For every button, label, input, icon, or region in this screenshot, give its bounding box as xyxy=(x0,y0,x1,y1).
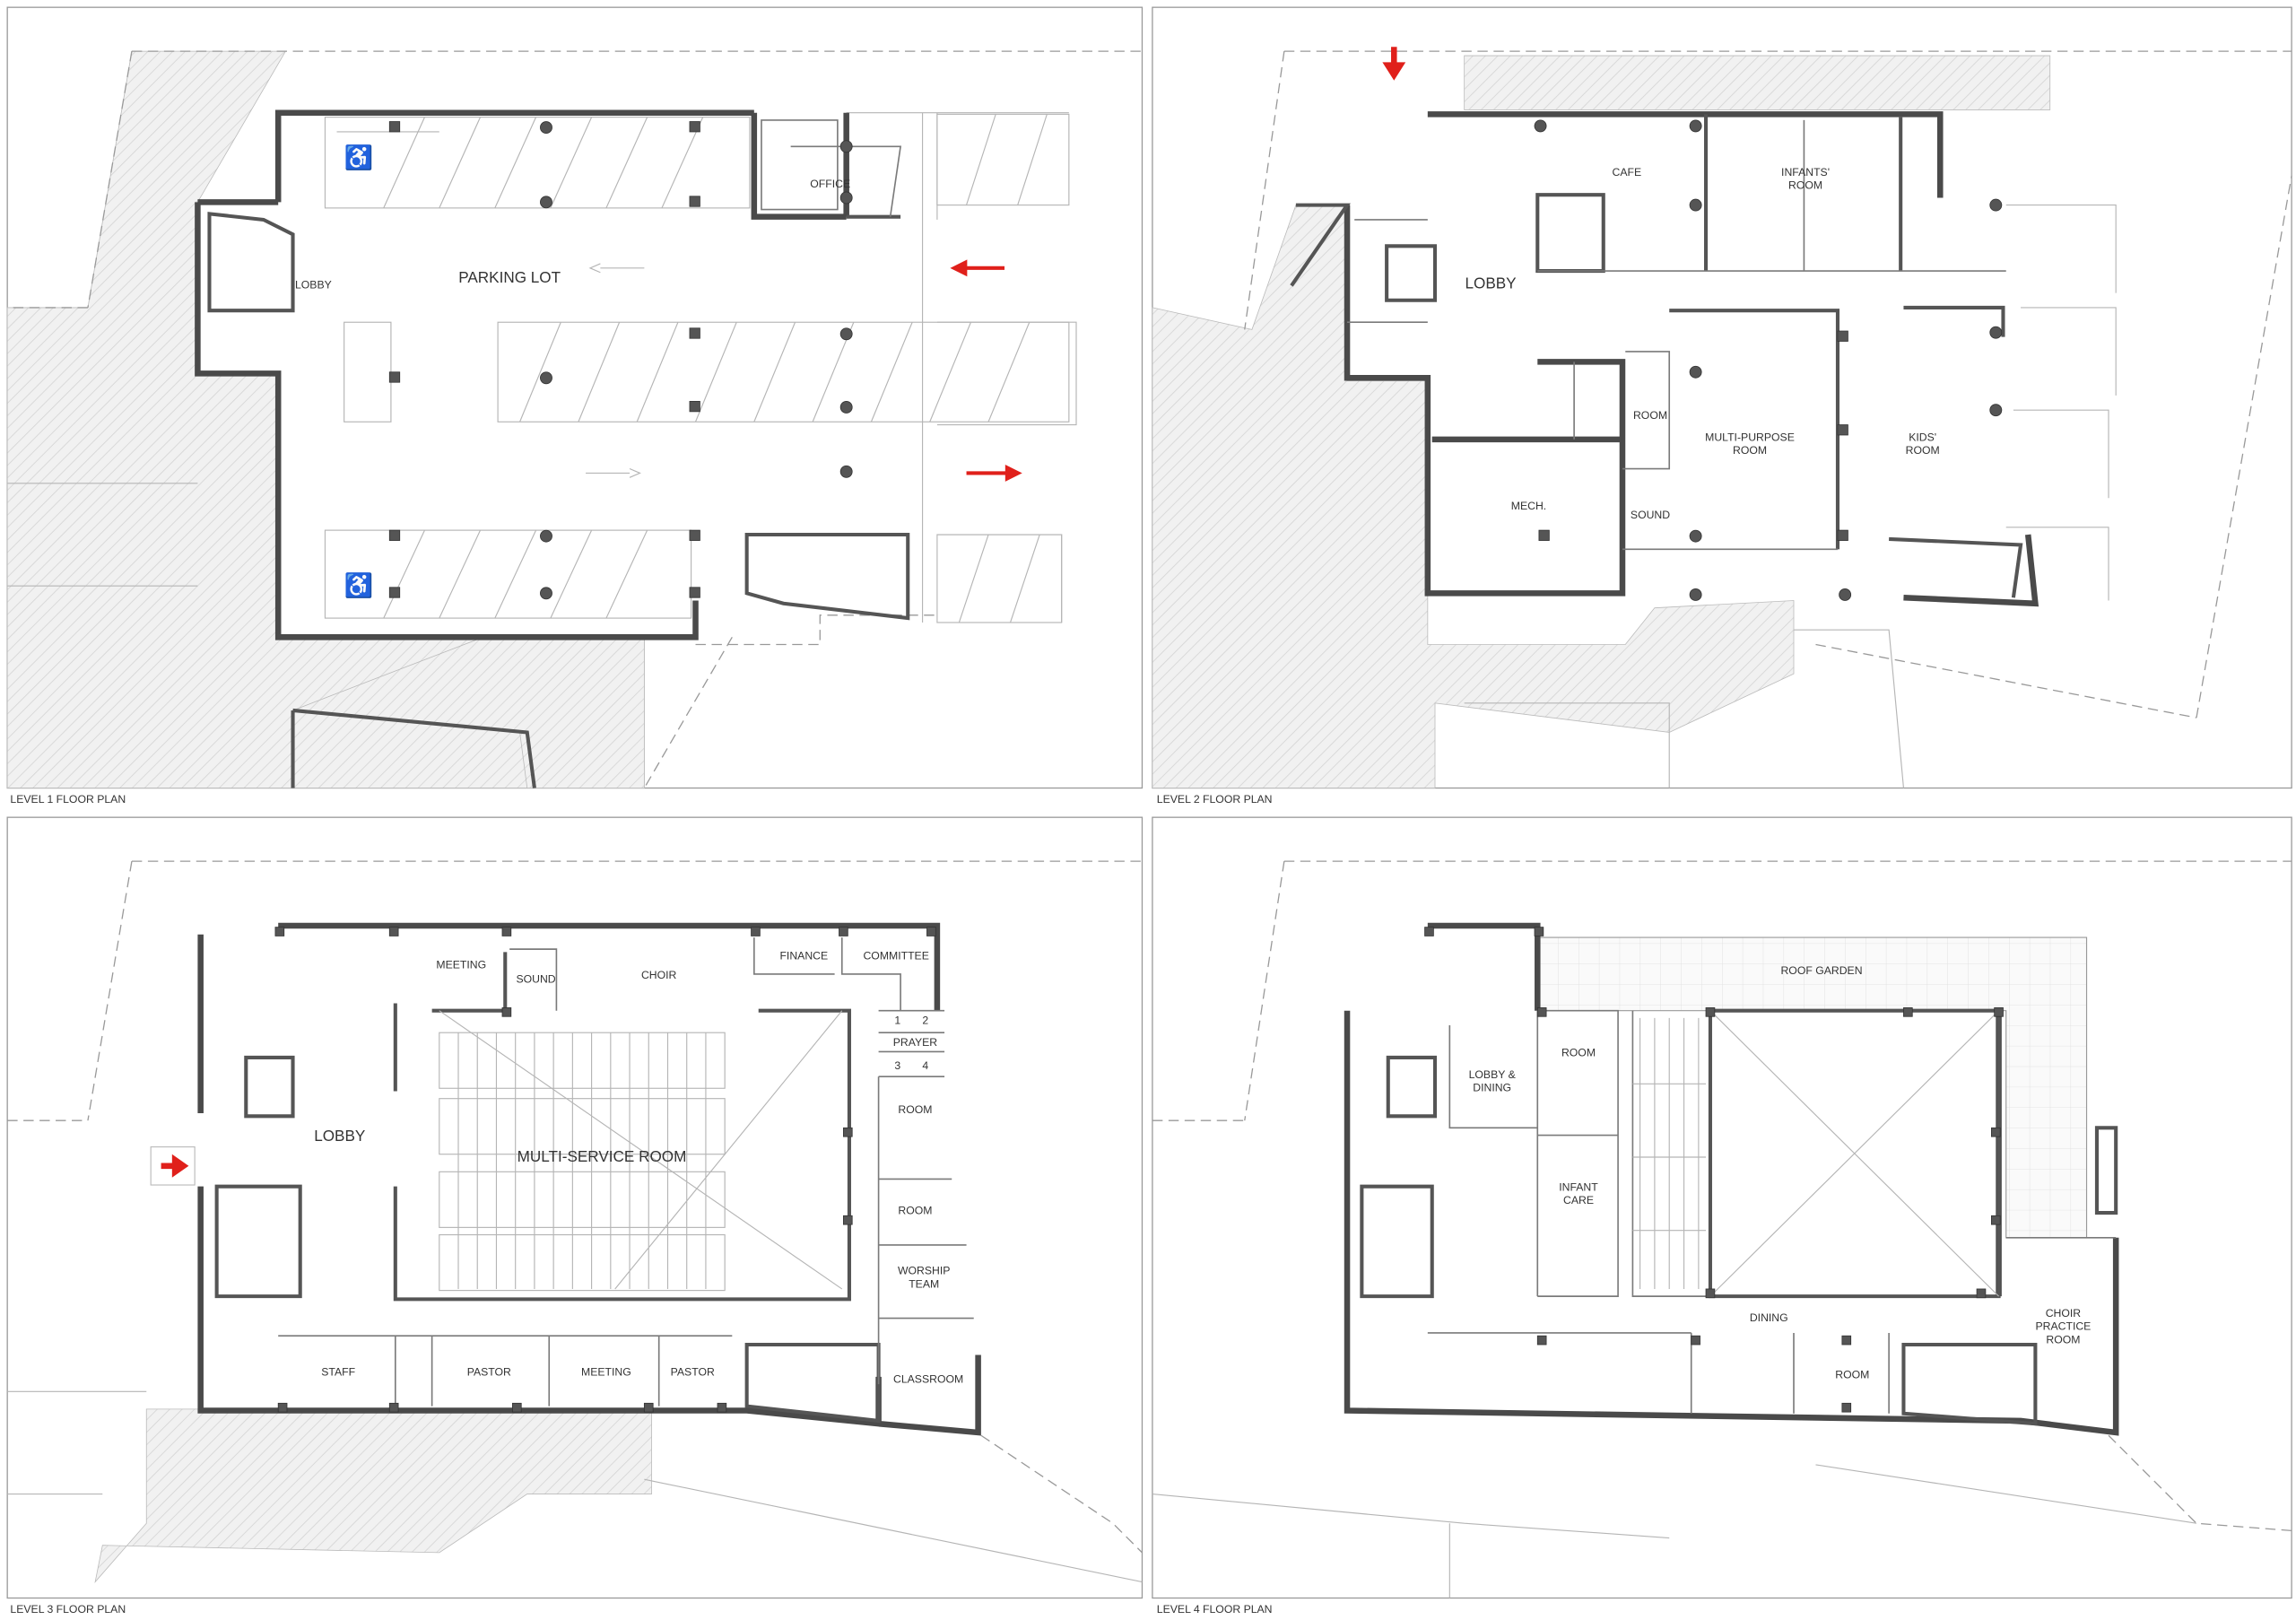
plan-caption: LEVEL 3 FLOOR PLAN xyxy=(10,1603,126,1616)
room-label-pastor: PASTOR xyxy=(671,1365,715,1378)
plan-caption: LEVEL 4 FLOOR PLAN xyxy=(1157,1603,1273,1616)
room-label-committee: COMMITTEE xyxy=(863,950,928,962)
room-label-prayer: PRAYER xyxy=(893,1036,938,1049)
site-boundary xyxy=(7,50,1143,788)
entry-arrow-icon xyxy=(1382,47,1406,81)
room-label-prayer-4: 4 xyxy=(922,1059,928,1072)
room-label-worship-team: WORSHIP xyxy=(898,1265,950,1277)
site-boundary xyxy=(1152,860,2292,1532)
entry-arrow-icon xyxy=(150,1145,196,1186)
room-label-multi-purpose-room: MULTI-PURPOSE xyxy=(1705,431,1795,444)
level-2-plan: CAFE INFANTS' ROOM LOBBY ROOM MULTI-PURP… xyxy=(1152,6,2292,806)
interior-walls xyxy=(1360,1008,2118,1426)
room-label-multi-purpose-room: ROOM xyxy=(1733,444,1767,457)
exterior-wall xyxy=(1344,111,2039,607)
room-label-prayer-2: 2 xyxy=(922,1014,928,1026)
room-label-prayer-1: 1 xyxy=(894,1014,900,1026)
seating-rows xyxy=(439,1010,843,1292)
room-label-roof-garden: ROOF GARDEN xyxy=(1780,964,1862,977)
exit-arrow-icon xyxy=(966,464,1022,482)
room-label-office: OFFICE xyxy=(810,178,850,190)
room-label-room: ROOM xyxy=(898,1205,932,1217)
room-label-infants-room: INFANTS' xyxy=(1781,166,1830,179)
room-walls xyxy=(1427,1009,2117,1414)
room-label-sound: SOUND xyxy=(516,973,555,986)
room-label-choir-practice-room: CHOIR xyxy=(2046,1307,2082,1320)
plan-caption: LEVEL 1 FLOOR PLAN xyxy=(10,793,126,806)
room-label-meeting: MEETING xyxy=(436,958,486,971)
level-1-plan: ♿ ♿ PARKING LOT OFFICE LOBBY LEVEL 1 FLO… xyxy=(6,6,1144,806)
site-boundary xyxy=(1244,50,2292,719)
room-label-room: ROOM xyxy=(1561,1046,1596,1058)
room-label-finance: FINANCE xyxy=(779,950,828,962)
room-label-lobby: LOBBY xyxy=(1465,274,1517,292)
plan-caption: LEVEL 2 FLOOR PLAN xyxy=(1157,793,1273,806)
room-label-multi-service-room: MULTI-SERVICE ROOM xyxy=(517,1147,687,1165)
room-label-dining: DINING xyxy=(1750,1311,1788,1324)
columns xyxy=(1424,927,2004,1413)
stair-seating xyxy=(1632,1017,1707,1289)
room-label-infants-room: ROOM xyxy=(1788,179,1822,192)
core-walls xyxy=(207,212,910,788)
room-label-room: ROOM xyxy=(1835,1369,1869,1381)
skylight-lines xyxy=(1709,1010,1999,1297)
room-label-lobby-dining: LOBBY & xyxy=(1469,1068,1516,1081)
room-label-classroom: CLASSROOM xyxy=(893,1372,963,1385)
columns xyxy=(274,927,936,1413)
linework xyxy=(1152,1464,2197,1598)
room-label-choir-practice-room: ROOM xyxy=(2046,1333,2080,1346)
room-label-infant-care: INFANT xyxy=(1559,1181,1598,1194)
room-label-staff: STAFF xyxy=(321,1365,355,1378)
room-label-room: ROOM xyxy=(898,1103,932,1116)
site-hatch xyxy=(94,1408,652,1583)
room-label-meeting: MEETING xyxy=(581,1365,631,1378)
room-label-mech: MECH. xyxy=(1511,500,1546,512)
level-3-plan: LOBBY MEETING SOUND CHOIR FINANCE COMMIT… xyxy=(6,816,1144,1616)
panel-frame xyxy=(1152,816,2292,1599)
room-label-lobby-dining: DINING xyxy=(1473,1082,1511,1094)
room-walls xyxy=(278,937,974,1407)
office-walls xyxy=(761,119,902,217)
linework xyxy=(1464,205,2117,788)
room-label-infant-care: CARE xyxy=(1563,1194,1594,1206)
site-boundary xyxy=(7,860,1143,1554)
room-label-room: ROOM xyxy=(1633,409,1667,422)
room-label-pastor: PASTOR xyxy=(467,1365,511,1378)
exterior-wall xyxy=(197,922,981,1436)
room-label-prayer-3: 3 xyxy=(894,1059,900,1072)
room-label-lobby: LOBBY xyxy=(314,1127,366,1145)
room-label-cafe: CAFE xyxy=(1613,166,1642,179)
room-label-choir: CHOIR xyxy=(641,969,677,981)
accessible-parking-icon: ♿ xyxy=(344,144,374,171)
room-label-parking-lot: PARKING LOT xyxy=(458,268,561,286)
room-label-choir-practice-room: PRACTICE xyxy=(2035,1320,2091,1333)
entry-arrow-icon xyxy=(950,259,1004,277)
room-label-sound: SOUND xyxy=(1631,509,1670,521)
exterior-wall xyxy=(195,109,849,640)
drive-direction-icon xyxy=(586,263,645,478)
level-4-plan: ROOF GARDEN LOBBY & DINING ROOM INFANT C… xyxy=(1152,816,2292,1616)
room-label-lobby: LOBBY xyxy=(295,279,332,292)
parking-stalls xyxy=(324,113,1070,623)
room-label-worship-team: TEAM xyxy=(909,1277,939,1290)
accessible-parking-icon: ♿ xyxy=(344,571,374,598)
room-label-kids-room: KIDS' xyxy=(1909,431,1936,444)
columns xyxy=(1534,119,2003,601)
linework xyxy=(7,1390,1143,1583)
columns xyxy=(388,121,853,600)
room-label-kids-room: ROOM xyxy=(1906,444,1940,457)
site-hatch xyxy=(1464,55,2051,110)
room-walls xyxy=(1347,119,2006,551)
interior-walls xyxy=(214,952,881,1424)
